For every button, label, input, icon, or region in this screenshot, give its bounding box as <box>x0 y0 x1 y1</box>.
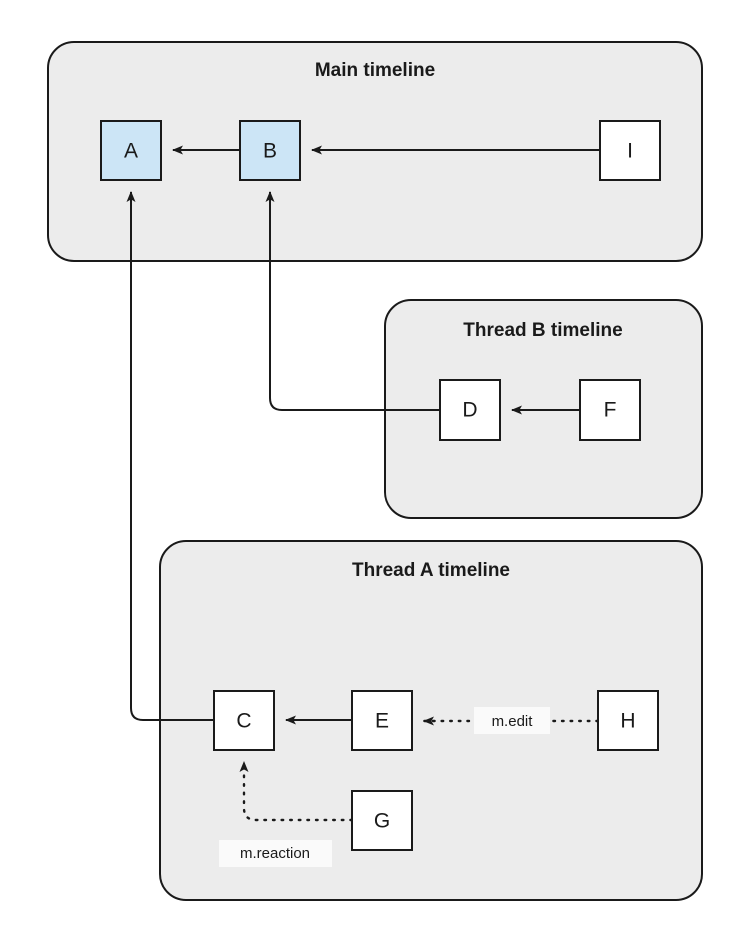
node-e-label: E <box>375 710 389 733</box>
node-b-box <box>239 120 301 181</box>
node-d[interactable]: D <box>439 379 501 441</box>
edge-label-m-edit-bg <box>474 707 550 734</box>
node-g-label: G <box>374 810 390 833</box>
container-thread-a-timeline-title: Thread A timeline <box>352 560 510 581</box>
node-f-label: F <box>604 399 617 422</box>
edge-label-m-edit: m.edit <box>474 707 550 734</box>
node-b[interactable]: B <box>239 120 301 181</box>
node-h-box <box>597 690 659 751</box>
node-i-label: I <box>627 140 633 163</box>
node-c[interactable]: C <box>213 690 275 751</box>
node-d-label: D <box>462 399 477 422</box>
edge-label-m-reaction-text: m.reaction <box>240 845 310 862</box>
edge-d-to-b[interactable] <box>265 191 440 411</box>
node-a-label: A <box>124 140 138 163</box>
container-thread-b-timeline-title: Thread B timeline <box>463 320 622 341</box>
container-main-timeline-title: Main timeline <box>315 60 435 81</box>
node-e[interactable]: E <box>351 690 413 751</box>
container-main-timeline[interactable]: Main timeline <box>47 41 703 262</box>
node-d-box <box>439 379 501 441</box>
node-i-box <box>599 120 661 181</box>
edge-g-to-c[interactable] <box>239 760 354 822</box>
node-g-box <box>351 790 413 851</box>
node-c-box <box>213 690 275 751</box>
edge-c-to-a[interactable] <box>126 191 214 721</box>
node-b-label: B <box>263 140 277 163</box>
container-main-timeline-box <box>47 41 703 262</box>
node-h-label: H <box>620 710 635 733</box>
node-a[interactable]: A <box>100 120 162 181</box>
node-a-box <box>100 120 162 181</box>
node-e-box <box>351 690 413 751</box>
node-f-box <box>579 379 641 441</box>
edge-label-m-edit-text: m.edit <box>492 713 534 730</box>
node-i[interactable]: I <box>599 120 661 181</box>
node-c-label: C <box>236 710 251 733</box>
node-g[interactable]: G <box>351 790 413 851</box>
edge-label-m-reaction: m.reaction <box>219 840 332 867</box>
node-h[interactable]: H <box>597 690 659 751</box>
edge-label-m-reaction-bg <box>219 840 332 867</box>
node-f[interactable]: F <box>579 379 641 441</box>
